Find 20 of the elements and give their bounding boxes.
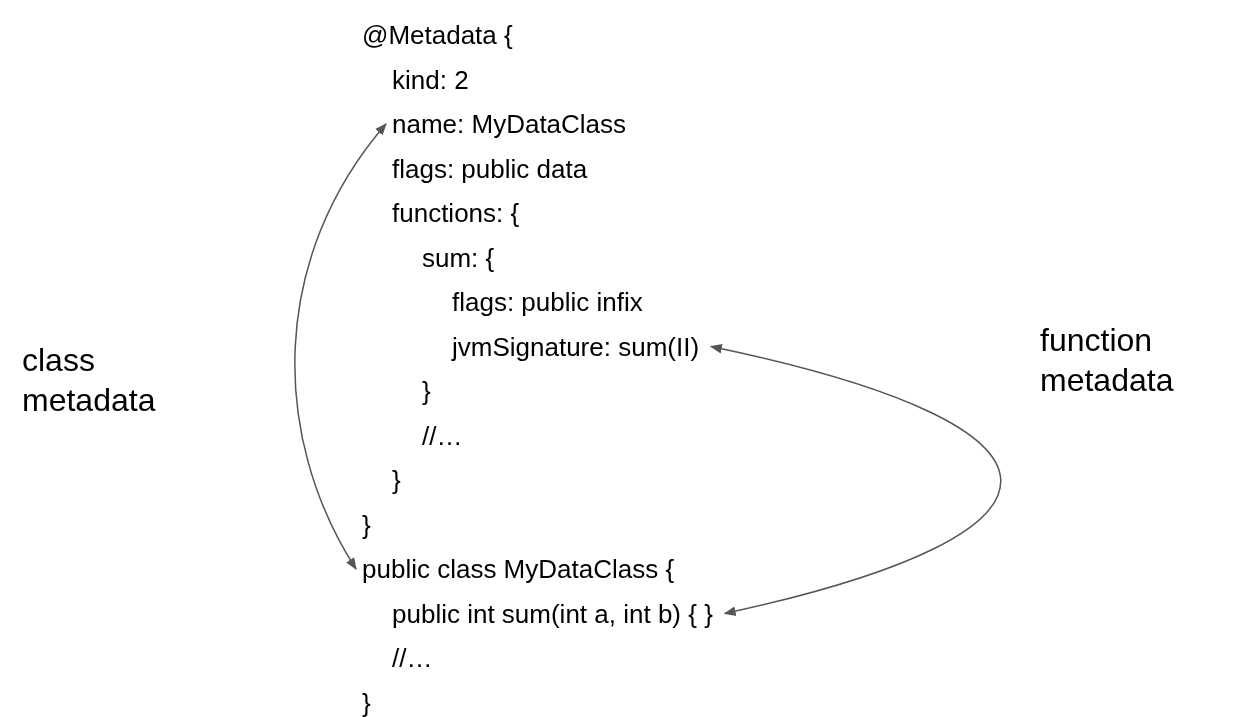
curved-arrow bbox=[294, 123, 387, 571]
code-line: flags: public infix bbox=[452, 287, 643, 317]
code-line: } bbox=[362, 509, 371, 540]
annotation-text: class metadata bbox=[22, 341, 157, 420]
code-line: name: MyDataClass bbox=[392, 109, 627, 139]
code-line: //… bbox=[392, 643, 433, 673]
code-line: //… bbox=[422, 420, 463, 451]
code-line: kind: 2 bbox=[392, 64, 469, 95]
code-line: functions: { bbox=[392, 198, 520, 228]
code-line: @Metadata { bbox=[362, 20, 513, 50]
code-line: } bbox=[392, 465, 401, 495]
code-line: public int sum(int a, int b) { } bbox=[392, 598, 713, 629]
code-line: jvmSignature: sum(II) bbox=[452, 331, 700, 362]
code-line: sum: { bbox=[422, 242, 495, 273]
code-line: public class MyDataClass { bbox=[362, 554, 675, 584]
code-line: flags: public data bbox=[392, 153, 588, 184]
code-line: } bbox=[362, 687, 371, 717]
curved-arrow bbox=[709, 344, 1002, 616]
annotation-text: function metadata bbox=[1040, 321, 1175, 400]
code-line: } bbox=[422, 376, 431, 406]
